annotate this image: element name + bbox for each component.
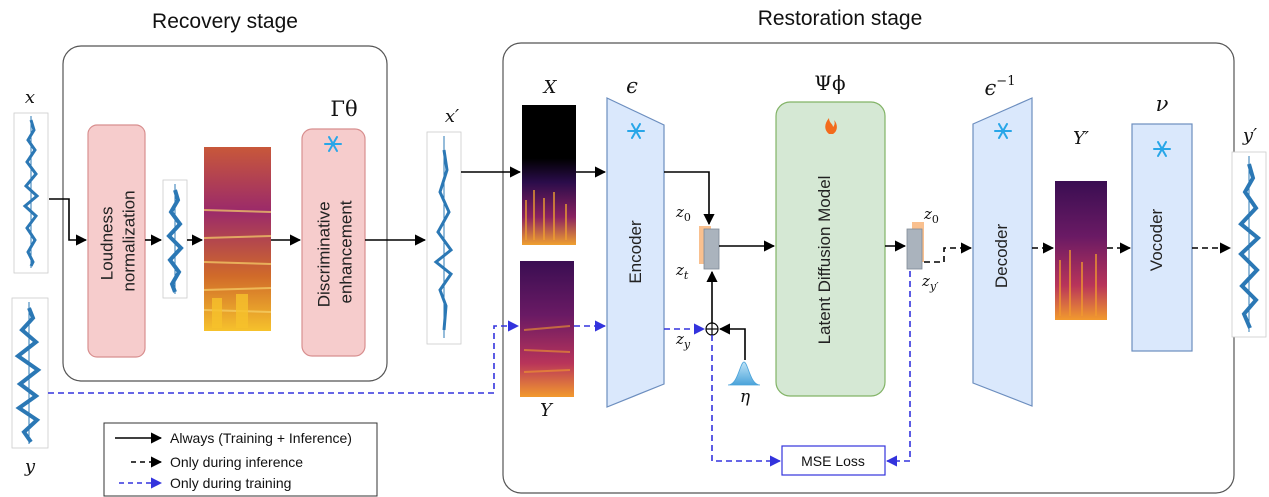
- discriminative-enhancement-label: Discriminative enhancement: [315, 197, 356, 308]
- symbol-Y-prime: Y′: [1073, 128, 1089, 149]
- symbol-x: x: [25, 87, 35, 108]
- sum-node: [705, 322, 719, 336]
- symbol-nu: ν: [1156, 92, 1169, 116]
- symbol-Y: Y: [540, 400, 554, 421]
- loudness-normalization-block: [87, 124, 146, 358]
- waveform-y: [11, 297, 49, 449]
- symbol-z0-out: z0: [923, 205, 939, 226]
- legend-inference-label: Only during inference: [170, 454, 303, 470]
- waveform-x: [13, 112, 49, 274]
- symbol-X: X: [542, 77, 558, 98]
- latent-zt: [703, 228, 720, 270]
- mse-loss-box: [781, 445, 886, 476]
- symbol-psi: Ψϕ: [814, 71, 845, 95]
- arrows-always: [49, 166, 907, 360]
- latent-diffusion-model-block: [775, 101, 886, 397]
- discriminative-enhancement-block: [301, 128, 366, 357]
- symbol-epsilon-inv: ϵ−1: [985, 74, 1016, 100]
- loudness-normalization-label: Loudness normalization: [98, 190, 139, 291]
- fire-icon: [825, 118, 837, 134]
- arrows-training: [48, 271, 911, 467]
- mse-loss-label: MSE Loss: [801, 453, 865, 469]
- symbol-x-prime: x′: [445, 106, 459, 127]
- snowflake-icon: [627, 123, 645, 139]
- symbol-y-prime: y′: [1242, 125, 1257, 146]
- restoration-stage-title: Restoration stage: [758, 7, 923, 30]
- noise-gaussian-icon: [727, 361, 761, 386]
- spectrogram-X: [522, 105, 576, 245]
- symbol-gamma: Γθ: [330, 97, 357, 121]
- recovery-stage-box: [62, 45, 388, 382]
- encoder-label: Encoder: [626, 220, 645, 284]
- recovery-spectrogram: [203, 147, 272, 331]
- decoder-block: [972, 97, 1033, 407]
- encoder-block: [606, 97, 665, 408]
- latent-diffusion-model-label: Latent Diffusion Model: [815, 176, 834, 345]
- snowflake-icon: [324, 136, 342, 152]
- symbol-zy: zy: [675, 330, 691, 351]
- vocoder-label: Vocoder: [1147, 208, 1166, 271]
- vocoder-block: [1131, 123, 1193, 352]
- arrows-inference: [924, 242, 1232, 263]
- snowflake-icon: [1153, 141, 1171, 157]
- legend: Always (Training + Inference) Only durin…: [103, 422, 378, 497]
- waveform-y-prime: [1231, 151, 1267, 338]
- symbol-epsilon: ϵ: [626, 74, 638, 98]
- recovery-stage-title: Recovery stage: [152, 10, 298, 33]
- snowflake-icon: [994, 123, 1012, 139]
- latent-zy-prime: [906, 228, 923, 270]
- symbol-y: y: [24, 456, 36, 477]
- waveform-x-prime: [426, 131, 462, 345]
- legend-always-label: Always (Training + Inference): [170, 430, 352, 446]
- decoder-label: Decoder: [992, 224, 1011, 289]
- spectrogram-Y-prime: [1055, 181, 1107, 320]
- symbol-zt: zt: [675, 261, 689, 282]
- symbol-zy-prime: zy′: [921, 272, 939, 293]
- symbol-eta: η: [740, 387, 751, 407]
- spectrogram-Y: [520, 261, 574, 397]
- symbol-z0-in: z0: [675, 203, 691, 224]
- waveform-normalized: [162, 179, 188, 299]
- legend-training-label: Only during training: [170, 475, 291, 491]
